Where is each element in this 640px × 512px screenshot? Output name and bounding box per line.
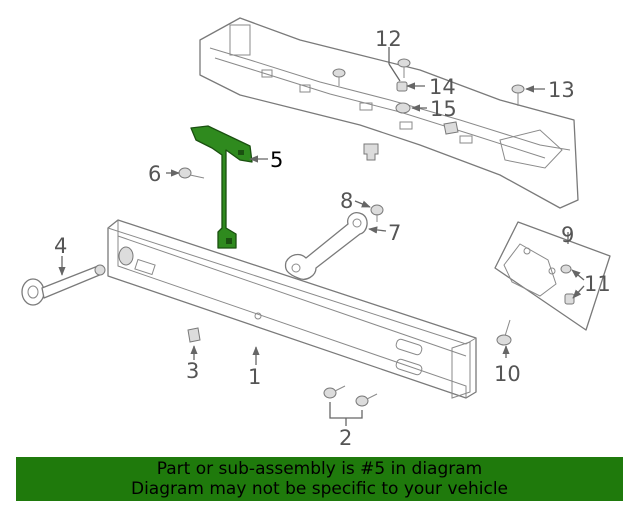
callout-5: 5	[270, 148, 283, 172]
brace-part-7	[284, 212, 368, 280]
callout-8: 8	[340, 189, 353, 213]
callout-12: 12	[375, 27, 402, 51]
screw-fastener-upper	[397, 58, 411, 78]
bolt-part-6	[178, 167, 205, 179]
center-bracket-part-5	[190, 125, 253, 249]
clip-part-11	[560, 264, 575, 305]
callout-2: 2	[339, 426, 352, 450]
callout-1: 1	[248, 365, 261, 389]
banner-line-1: Part or sub-assembly is #5 in diagram	[156, 459, 483, 479]
callout-6: 6	[148, 162, 161, 186]
bolt-part-13	[511, 84, 525, 106]
nut-part-15	[395, 102, 411, 114]
clip-on-cover	[443, 121, 459, 135]
bolt-part-2-left	[323, 385, 346, 399]
tow-hook-part-4	[21, 264, 106, 306]
bracket-part-9	[494, 221, 611, 331]
callout-3: 3	[186, 359, 199, 383]
impact-bar-part-1	[107, 219, 477, 399]
clip-part-3	[187, 327, 201, 343]
callout-10: 10	[494, 362, 521, 386]
clip-part-14	[396, 81, 408, 92]
callout-4: 4	[54, 234, 67, 258]
callout-14: 14	[429, 75, 456, 99]
grommet-on-cover	[363, 143, 379, 161]
upper-cover-part-12	[199, 17, 579, 209]
bolt-part-10	[496, 319, 512, 346]
callout-9: 9	[561, 223, 574, 247]
leader-lines	[58, 47, 585, 426]
bolt-part-8	[370, 204, 384, 222]
info-banner: Part or sub-assembly is #5 in diagram Di…	[16, 457, 623, 501]
callout-15: 15	[430, 97, 457, 121]
bolt-part-2-right	[355, 393, 378, 407]
push-pin-fastener	[332, 68, 346, 86]
callout-11: 11	[584, 272, 611, 296]
callout-7: 7	[388, 221, 401, 245]
banner-line-2: Diagram may not be specific to your vehi…	[130, 479, 508, 499]
callout-13: 13	[548, 78, 575, 102]
